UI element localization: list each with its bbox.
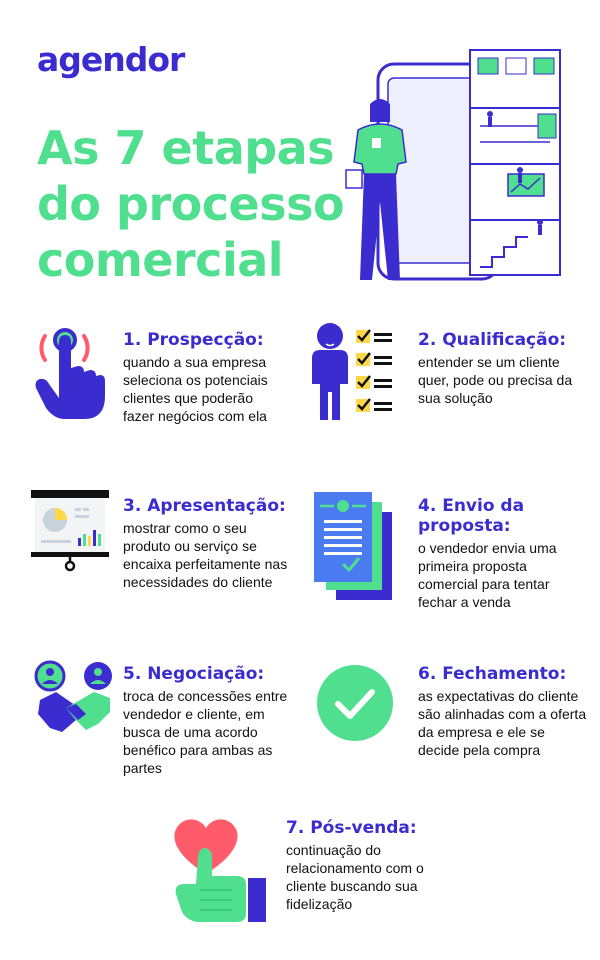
- check-circle-icon: [317, 665, 393, 741]
- step-6-title: 6. Fechamento:: [418, 664, 567, 684]
- step-5-title: 5. Negociação:: [123, 664, 265, 684]
- step-3: 3. Apresentação: mostrar como o seu prod…: [123, 496, 298, 591]
- step-2-title: 2. Qualificação:: [418, 330, 567, 350]
- heart-thumbs-up-icon: [174, 819, 266, 922]
- hero-phone-city-illustration: [345, 49, 561, 281]
- step-5: 5. Negociação: troca de concessões entre…: [123, 664, 303, 777]
- step-3-title: 3. Apresentação:: [123, 496, 286, 516]
- step-6: 6. Fechamento: as expectativas do client…: [418, 664, 588, 759]
- person-checklist-icon: [312, 323, 392, 420]
- step-2: 2. Qualificação: entender se um cliente …: [418, 330, 583, 407]
- document-stack-icon: [314, 492, 392, 600]
- step-4: 4. Envio da proposta: o vendedor envia u…: [418, 496, 583, 611]
- presentation-board-icon: [31, 490, 109, 572]
- step-7: 7. Pós-venda: continuação do relacioname…: [286, 818, 446, 913]
- page-title: As 7 etapas do processo comercial: [37, 120, 367, 288]
- tap-hand-icon: [35, 328, 105, 419]
- step-1: 1. Prospecção: quando a sua empresa sele…: [123, 330, 283, 425]
- title-line-3: comercial: [37, 233, 284, 287]
- step-7-desc: continuação do relacionamento com o clie…: [286, 842, 424, 912]
- step-4-title: 4. Envio da proposta:: [418, 496, 525, 536]
- handshake-icon: [34, 660, 112, 732]
- step-5-desc: troca de concessões entre vendedor e cli…: [123, 688, 288, 776]
- step-3-desc: mostrar como o seu produto ou serviço se…: [123, 520, 288, 590]
- step-1-title: 1. Prospecção:: [123, 330, 264, 350]
- step-7-title: 7. Pós-venda:: [286, 818, 417, 838]
- step-4-desc: o vendedor envia uma primeira proposta c…: [418, 540, 557, 610]
- title-line-1: As 7 etapas: [37, 121, 335, 175]
- step-6-desc: as expectativas do cliente são alinhadas…: [418, 688, 587, 758]
- brand-logo: agendor: [37, 40, 185, 79]
- step-2-desc: entender se um cliente quer, pode ou pre…: [418, 354, 573, 406]
- step-1-desc: quando a sua empresa seleciona os potenc…: [123, 354, 268, 424]
- title-line-2: do processo: [37, 177, 345, 231]
